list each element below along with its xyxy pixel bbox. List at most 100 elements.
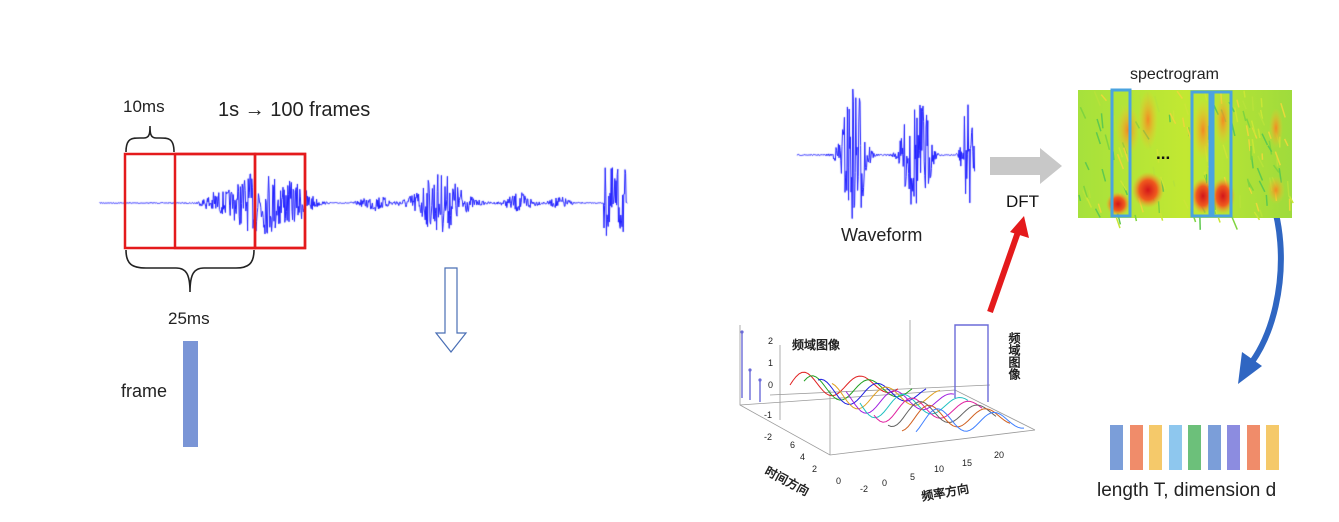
spectrogram-texture bbox=[1274, 151, 1282, 166]
output-vector bbox=[1110, 425, 1123, 470]
spectrogram-texture bbox=[1183, 199, 1189, 209]
spectrogram-texture bbox=[1251, 139, 1256, 154]
spectrogram-texture bbox=[1222, 144, 1229, 159]
spectrogram-texture bbox=[1134, 214, 1138, 222]
output-vector bbox=[1188, 425, 1201, 470]
t-tick: -2 bbox=[860, 484, 869, 494]
spectrogram-texture bbox=[1268, 140, 1273, 155]
spectrogram-texture bbox=[1119, 180, 1128, 191]
f-tick: 15 bbox=[962, 458, 973, 468]
down-arrow-icon bbox=[434, 267, 468, 353]
spectrogram-texture bbox=[1253, 211, 1261, 221]
spectrogram-texture bbox=[1242, 110, 1247, 122]
spectrogram-texture bbox=[1233, 107, 1239, 123]
dft-figure-title: 频域图像 bbox=[792, 338, 841, 352]
spectrogram-label: spectrogram bbox=[1130, 66, 1219, 83]
spectrogram-texture bbox=[1168, 114, 1171, 123]
spectrogram-texture bbox=[1116, 153, 1125, 170]
dft-curve bbox=[901, 404, 1011, 432]
z-tick: -2 bbox=[764, 432, 773, 442]
spectrogram-texture bbox=[1100, 113, 1104, 129]
z-tick: 0 bbox=[768, 380, 774, 390]
dft-label: DFT bbox=[1006, 192, 1040, 211]
spectrogram-texture bbox=[1093, 90, 1101, 106]
frame-label: frame bbox=[121, 381, 168, 401]
dft-curve bbox=[887, 401, 997, 428]
f-tick: 0 bbox=[882, 478, 888, 488]
spectrogram-texture bbox=[1245, 118, 1251, 129]
hop-brace bbox=[125, 125, 175, 153]
spectrogram-texture bbox=[1154, 95, 1160, 113]
spectrogram-texture bbox=[1104, 134, 1111, 151]
dft-curve bbox=[915, 408, 1024, 433]
frame-bar bbox=[183, 341, 198, 447]
spectrogram-texture bbox=[1258, 112, 1266, 126]
gray-arrow-icon bbox=[990, 148, 1062, 184]
spectrogram-texture bbox=[1280, 102, 1286, 118]
output-label: length T, dimension d bbox=[1097, 480, 1277, 501]
spectrogram-texture bbox=[1258, 180, 1266, 193]
spectrogram-texture bbox=[1172, 180, 1176, 187]
spectrogram-texture bbox=[1259, 109, 1264, 119]
spectrogram-texture bbox=[1255, 202, 1260, 212]
spectrogram-frame-highlight bbox=[1110, 88, 1132, 218]
spectrogram-texture bbox=[1086, 197, 1093, 208]
spectrogram-texture bbox=[1257, 128, 1261, 139]
spectrogram-texture bbox=[1242, 100, 1247, 110]
output-vector bbox=[1246, 425, 1260, 470]
window-brace bbox=[125, 249, 255, 293]
dft-curve bbox=[859, 393, 969, 419]
spectrogram-texture bbox=[1118, 147, 1124, 158]
spectrogram-texture bbox=[1186, 126, 1192, 141]
z-tick: 2 bbox=[768, 336, 774, 346]
t-tick: 2 bbox=[812, 464, 818, 474]
spectrogram-texture bbox=[1095, 132, 1102, 145]
f-tick: 20 bbox=[994, 450, 1005, 460]
red-arrow-head bbox=[1010, 216, 1029, 238]
t-tick: 4 bbox=[800, 452, 806, 462]
spectrogram-texture bbox=[1286, 181, 1290, 197]
spectrogram-texture bbox=[1265, 194, 1268, 206]
red-arrow-shaft bbox=[987, 231, 1021, 313]
spectrogram-texture bbox=[1088, 190, 1091, 199]
waveform-label: Waveform bbox=[841, 225, 923, 245]
hop-label: 10ms bbox=[123, 97, 165, 116]
spectrogram-texture bbox=[1250, 155, 1254, 169]
spectrogram-texture bbox=[1084, 161, 1090, 171]
dft-side-label: 频域图像 bbox=[1007, 332, 1021, 380]
spectrogram-texture bbox=[1259, 209, 1263, 217]
z-tick: -1 bbox=[764, 410, 773, 420]
spectrogram-texture bbox=[1096, 118, 1102, 132]
spectrogram-texture bbox=[1169, 112, 1177, 125]
spectrogram-texture bbox=[1260, 98, 1263, 108]
dft-curve bbox=[873, 397, 983, 423]
spectrogram-texture bbox=[1236, 99, 1240, 108]
spectrogram-texture bbox=[1101, 168, 1107, 182]
curve-arrow-head bbox=[1238, 352, 1262, 384]
dft-curve bbox=[803, 375, 913, 401]
output-vector bbox=[1129, 425, 1143, 470]
spectrogram-texture bbox=[1261, 133, 1269, 146]
dft-curve bbox=[831, 382, 941, 410]
t-tick: 0 bbox=[836, 476, 842, 486]
output-vector bbox=[1266, 425, 1279, 470]
dft-curve bbox=[817, 378, 927, 405]
spectrogram-texture bbox=[1248, 187, 1253, 195]
z-tick: 1 bbox=[768, 358, 774, 368]
spectrogram-texture bbox=[1247, 180, 1255, 191]
frame-rate-label: 1s → 100 frames bbox=[218, 99, 371, 121]
spectrogram-texture bbox=[1097, 203, 1102, 213]
spectrogram-texture bbox=[1248, 139, 1251, 152]
spectrogram-texture bbox=[1245, 125, 1250, 137]
spectrogram-texture bbox=[1267, 145, 1273, 153]
spectrogram-texture bbox=[1182, 117, 1186, 128]
output-vector bbox=[1207, 425, 1221, 470]
spectrogram-texture bbox=[1256, 167, 1264, 181]
output-vector bbox=[1149, 425, 1162, 470]
spectrogram-texture bbox=[1257, 155, 1265, 168]
spectrogram-texture bbox=[1230, 215, 1238, 230]
spectrogram-texture bbox=[1184, 103, 1189, 116]
